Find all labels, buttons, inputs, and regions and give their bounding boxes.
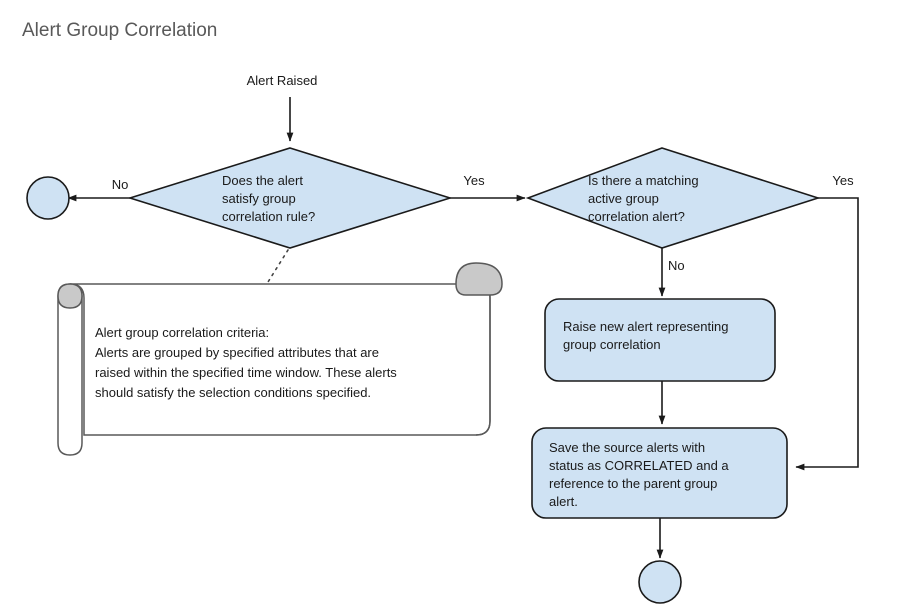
edge-label-decision1-yes: Yes [463,173,485,188]
note-line-4: should satisfy the selection conditions … [95,385,371,400]
edge-label-decision1-no: No [112,177,129,192]
edge-decision2-yes [795,197,859,471]
note-curl-right-icon [455,262,503,296]
note-correlation-criteria: Alert group correlation criteria: Alerts… [57,262,503,456]
decision-satisfy-rule-line-3: correlation rule? [222,209,315,224]
decision-matching-active-line-1: Is there a matching [588,173,699,188]
process-raise-new-alert-line-2: group correlation [563,337,661,352]
note-line-1: Alert group correlation criteria: [95,325,269,340]
decision-matching-active-line-3: correlation alert? [588,209,685,224]
page-title: Alert Group Correlation [22,20,217,41]
note-line-3: raised within the specified time window.… [95,365,397,380]
process-raise-new-alert[interactable] [544,298,776,382]
process-save-source-alerts-line-2: status as CORRELATED and a [549,458,729,473]
process-save-source-alerts-line-3: reference to the parent group [549,476,717,491]
edge-label-decision2-yes: Yes [832,173,854,188]
decision-matching-active-line-2: active group [588,191,659,206]
decision-matching-active[interactable] [525,147,821,249]
note-line-2: Alerts are grouped by specified attribut… [95,345,379,360]
process-save-source-alerts-line-4: alert. [549,494,578,509]
end-done[interactable] [638,560,682,604]
note-curl-left-icon [57,283,83,309]
edge-label-decision2-no: No [668,258,685,273]
process-save-source-alerts-line-1: Save the source alerts with [549,440,705,455]
process-raise-new-alert-line-1: Raise new alert representing [563,319,728,334]
start-label-alert-raised: Alert Raised [247,73,318,88]
end-no-correlation[interactable] [26,176,70,220]
note-connector [267,249,289,283]
decision-satisfy-rule[interactable] [127,147,453,249]
decision-satisfy-rule-line-2: satisfy group [222,191,296,206]
decision-satisfy-rule-line-1: Does the alert [222,173,303,188]
